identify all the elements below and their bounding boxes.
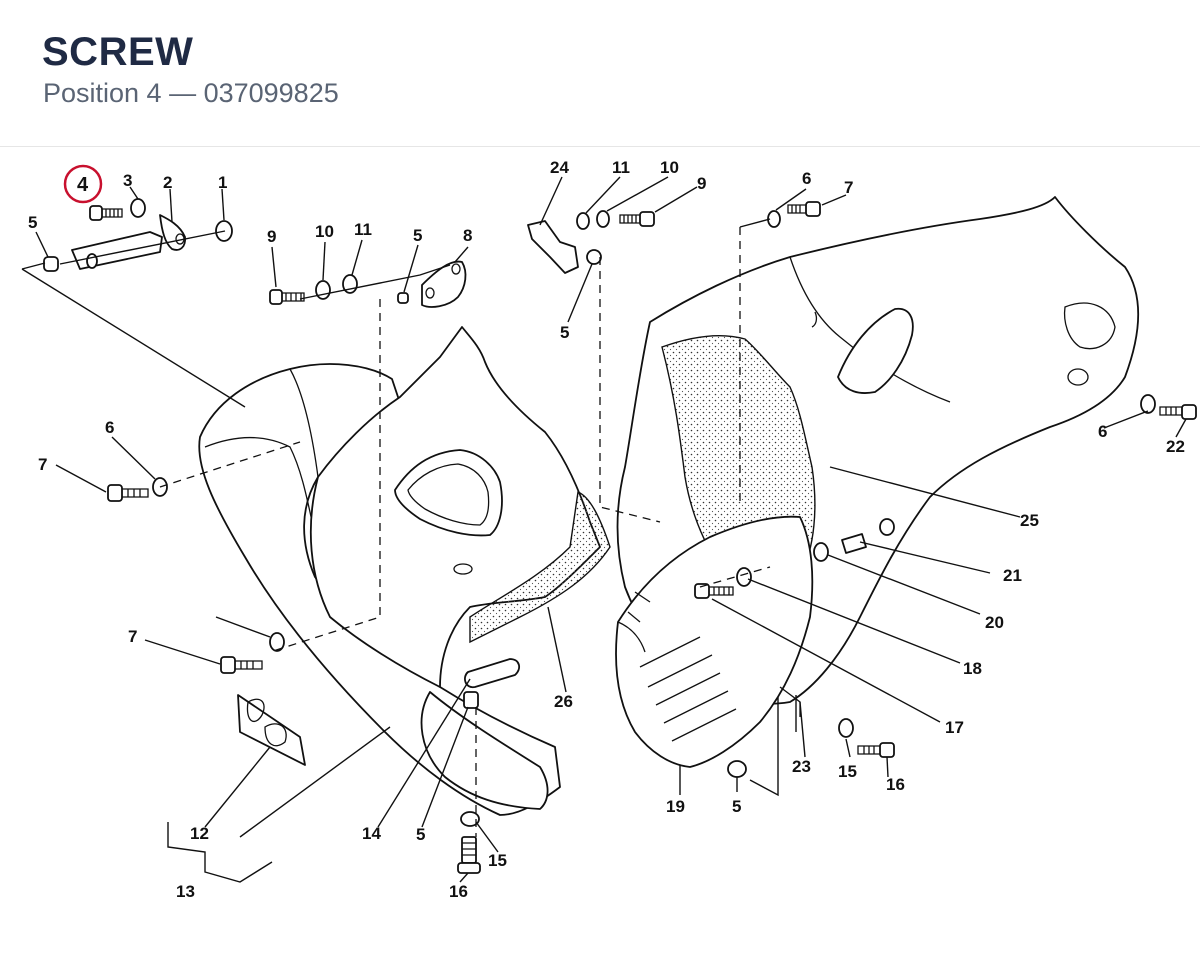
callout-label: 3 xyxy=(123,171,132,190)
callout-label: 1 xyxy=(218,173,227,192)
callout-label: 17 xyxy=(945,718,964,737)
callout-label: 6 xyxy=(802,169,811,188)
side-cowl-right xyxy=(615,196,1140,768)
callout-label: 24 xyxy=(550,158,569,177)
callout-label: 15 xyxy=(838,762,857,781)
callout-label: 21 xyxy=(1003,566,1022,585)
page-subtitle: Position 4 — 037099825 xyxy=(43,78,339,108)
callout-4-highlighted: 4 xyxy=(77,174,89,196)
callout-label: 2 xyxy=(163,173,172,192)
callout-label: 23 xyxy=(792,757,811,776)
callout-label: 19 xyxy=(666,797,685,816)
callout-label: 9 xyxy=(267,227,276,246)
callout-label: 11 xyxy=(354,220,372,239)
hardware-parts xyxy=(43,198,1197,874)
callout-label: 20 xyxy=(985,613,1004,632)
callout-label: 14 xyxy=(362,824,381,843)
callout-label: 12 xyxy=(190,824,209,843)
callout-label: 13 xyxy=(176,882,195,901)
callout-label: 7 xyxy=(128,627,137,646)
callout-label: 5 xyxy=(560,323,569,342)
callout-label: 15 xyxy=(488,851,507,870)
callout-label: 9 xyxy=(697,174,706,193)
callout-label: 25 xyxy=(1020,511,1039,530)
callout-label: 5 xyxy=(413,226,422,245)
callout-pointers xyxy=(35,176,1187,883)
page-title: SCREW xyxy=(42,30,194,74)
callout-label: 7 xyxy=(38,455,47,474)
callout-label: 6 xyxy=(1098,422,1107,441)
leader-lines xyxy=(21,218,797,883)
callout-label: 5 xyxy=(416,825,425,844)
exploded-parts-diagram: 4 24 11 10 9 3 2 1 5 9 10 11 5 8 6 7 5 6… xyxy=(0,147,1200,955)
callout-label: 6 xyxy=(105,418,114,437)
callout-label: 8 xyxy=(463,226,472,245)
header: SCREW Position 4 — 037099825 xyxy=(0,0,1200,147)
callout-label: 11 xyxy=(612,158,630,177)
callout-label: 22 xyxy=(1166,437,1185,456)
callout-label: 16 xyxy=(449,882,468,901)
callout-label: 5 xyxy=(28,213,37,232)
callout-label: 10 xyxy=(660,158,679,177)
callout-labels: 4 24 11 10 9 3 2 1 5 9 10 11 5 8 6 7 5 6… xyxy=(28,158,1185,901)
callout-label: 10 xyxy=(315,222,334,241)
callout-label: 18 xyxy=(963,659,982,678)
callout-label: 7 xyxy=(844,178,853,197)
callout-label: 5 xyxy=(732,797,741,816)
highlight-circle xyxy=(63,164,103,204)
callout-label: 16 xyxy=(886,775,905,794)
upper-cowl-left xyxy=(198,326,611,816)
callout-label: 26 xyxy=(554,692,573,711)
